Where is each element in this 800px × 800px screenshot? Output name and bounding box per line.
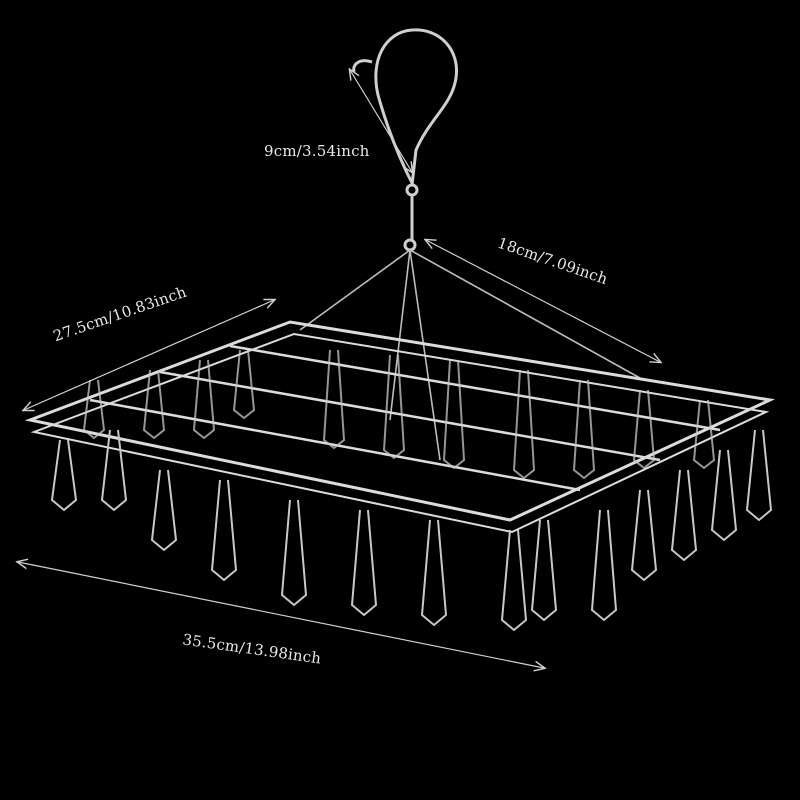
dimension-arrows [18, 70, 660, 668]
frame [24, 320, 776, 534]
pegs [50, 349, 773, 632]
hook-length-label: 9cm/3.54inch [264, 142, 370, 160]
hook [352, 28, 458, 252]
